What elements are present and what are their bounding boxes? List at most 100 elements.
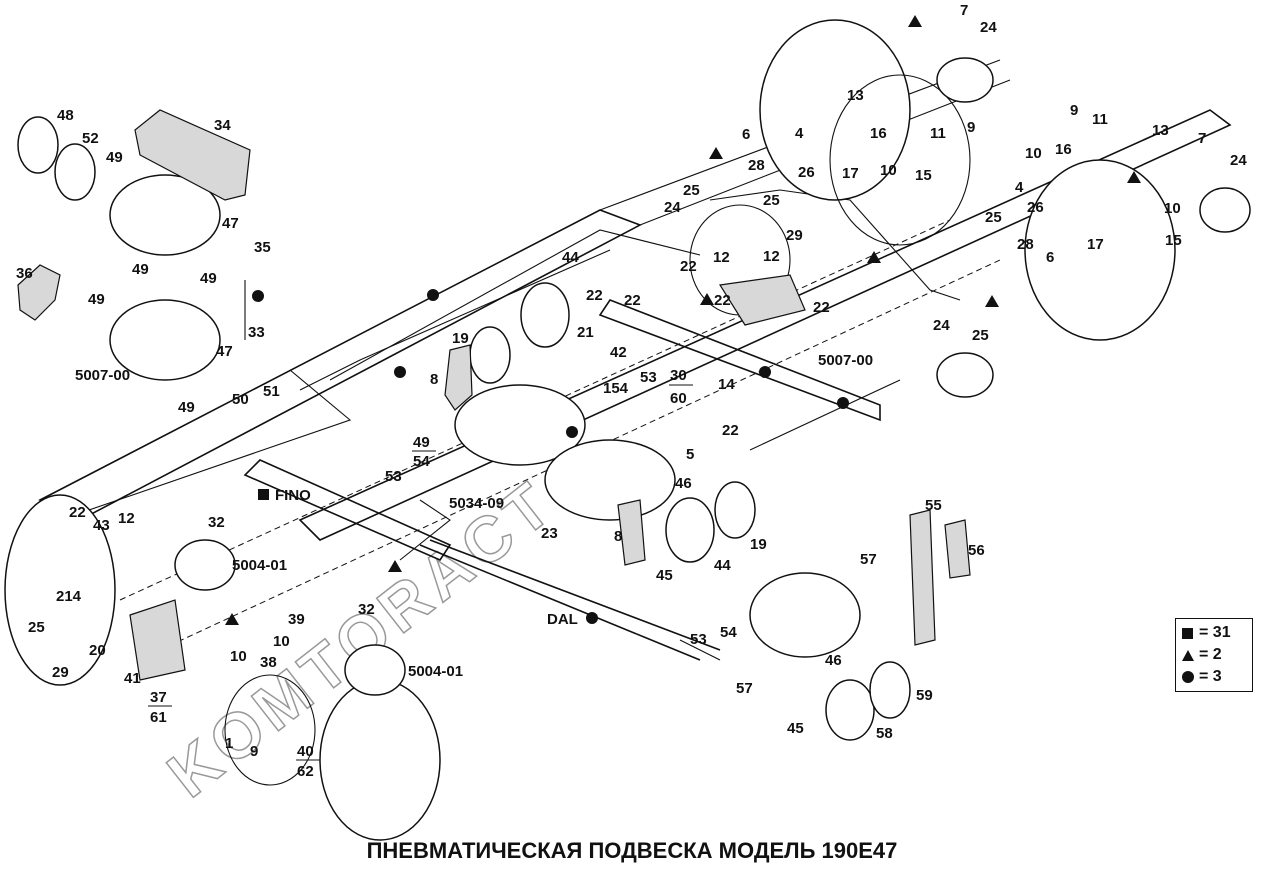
part-label: 12 [118, 510, 135, 527]
part-label: 54 [413, 453, 430, 470]
part-label: 47 [222, 215, 239, 232]
part-label: 36 [16, 265, 33, 282]
part-label: 22 [813, 299, 830, 316]
part-label: 24 [933, 317, 950, 334]
part-label: 40 [297, 743, 314, 760]
legend-text: = 2 [1199, 646, 1222, 663]
part-label: 19 [750, 536, 767, 553]
part-label: 25 [28, 619, 45, 636]
part-label: 51 [263, 383, 280, 400]
part-label: 5004-01 [232, 557, 287, 574]
part-label: 59 [916, 687, 933, 704]
part-label: 10 [230, 648, 247, 665]
part-label: 19 [452, 330, 469, 347]
part-label: 46 [825, 652, 842, 669]
part-label: 39 [288, 611, 305, 628]
part-label: 5 [686, 446, 694, 463]
part-label: 37 [150, 689, 167, 706]
part-label: 5004-01 [408, 663, 463, 680]
part-label: 23 [541, 525, 558, 542]
part-label: 49 [106, 149, 123, 166]
part-label: 52 [82, 130, 99, 147]
part-label: 9 [250, 743, 258, 760]
part-label: 62 [297, 763, 314, 780]
part-label: 53 [690, 631, 707, 648]
wheels [4, 19, 1176, 841]
part-label: 26 [798, 164, 815, 181]
triangle-icon [1182, 649, 1194, 661]
tank-straps [17, 116, 911, 741]
part-label: 41 [124, 670, 141, 687]
part-label: 53 [640, 369, 657, 386]
legend-row-square: = 31 [1182, 622, 1246, 644]
part-label: 49 [178, 399, 195, 416]
part-label: 12 [763, 248, 780, 265]
part-label: 22 [714, 292, 731, 309]
part-label: 10 [1025, 145, 1042, 162]
fino-marker: FINO [258, 487, 311, 504]
part-label: 38 [260, 654, 277, 671]
part-label: 34 [214, 117, 231, 134]
part-label: 6 [1046, 249, 1054, 266]
part-label: 8 [614, 528, 622, 545]
part-label: 14 [718, 376, 735, 393]
part-label: 13 [1152, 122, 1169, 139]
brackets [17, 109, 971, 681]
part-label: 17 [842, 165, 859, 182]
part-label: 4 [795, 125, 804, 142]
part-label: 11 [1092, 111, 1108, 128]
part-label: 15 [915, 167, 932, 184]
part-label: 55 [925, 497, 942, 514]
air-tanks [109, 174, 861, 658]
part-label: 20 [89, 642, 106, 659]
part-label: 25 [763, 192, 780, 209]
legend-row-dot: = 3 [1182, 666, 1246, 688]
svg-text:FINO: FINO [275, 487, 311, 504]
part-label: 44 [714, 557, 731, 574]
part-label: 35 [254, 239, 271, 256]
part-label: 29 [786, 227, 803, 244]
part-label: 45 [656, 567, 673, 584]
part-label: 49 [413, 434, 430, 451]
part-label: 16 [1055, 141, 1072, 158]
air-springs [174, 57, 1251, 696]
part-label: 43 [93, 517, 110, 534]
part-label: 7 [1198, 130, 1206, 147]
part-label: 47 [216, 343, 233, 360]
part-label: 29 [52, 664, 69, 681]
page-title: ПНЕВМАТИЧЕСКАЯ ПОДВЕСКА МОДЕЛЬ 190E47 [366, 838, 898, 863]
part-label: 11 [930, 125, 946, 142]
part-label: 42 [610, 344, 627, 361]
part-label: 24 [664, 199, 681, 216]
part-label: 30 [670, 367, 687, 384]
fraction-bars [148, 384, 693, 761]
part-label: 25 [972, 327, 989, 344]
part-label: 7 [960, 2, 968, 19]
part-label: 33 [248, 324, 265, 341]
part-label: 25 [683, 182, 700, 199]
part-label: 22 [624, 292, 641, 309]
part-label: 58 [876, 725, 893, 742]
part-label: 16 [870, 125, 887, 142]
part-label: 214 [56, 588, 82, 605]
legend: = 31 = 2 = 3 [1175, 618, 1253, 692]
part-label: 28 [1017, 236, 1034, 253]
dot-markers [252, 289, 849, 624]
legend-text: = 31 [1199, 624, 1231, 641]
part-label: 22 [680, 258, 697, 275]
part-label: 57 [736, 680, 753, 697]
part-label: 25 [985, 209, 1002, 226]
part-label: 154 [603, 380, 629, 397]
air-lines [59, 189, 961, 661]
part-label: 10 [880, 162, 897, 179]
part-label: 46 [675, 475, 692, 492]
part-label: 12 [713, 249, 730, 266]
part-label: 32 [358, 601, 375, 618]
part-label: 54 [720, 624, 737, 641]
part-label: 32 [208, 514, 225, 531]
part-label: 48 [57, 107, 74, 124]
part-label: 6 [742, 126, 750, 143]
part-label: 44 [562, 249, 579, 266]
part-label: 22 [586, 287, 603, 304]
